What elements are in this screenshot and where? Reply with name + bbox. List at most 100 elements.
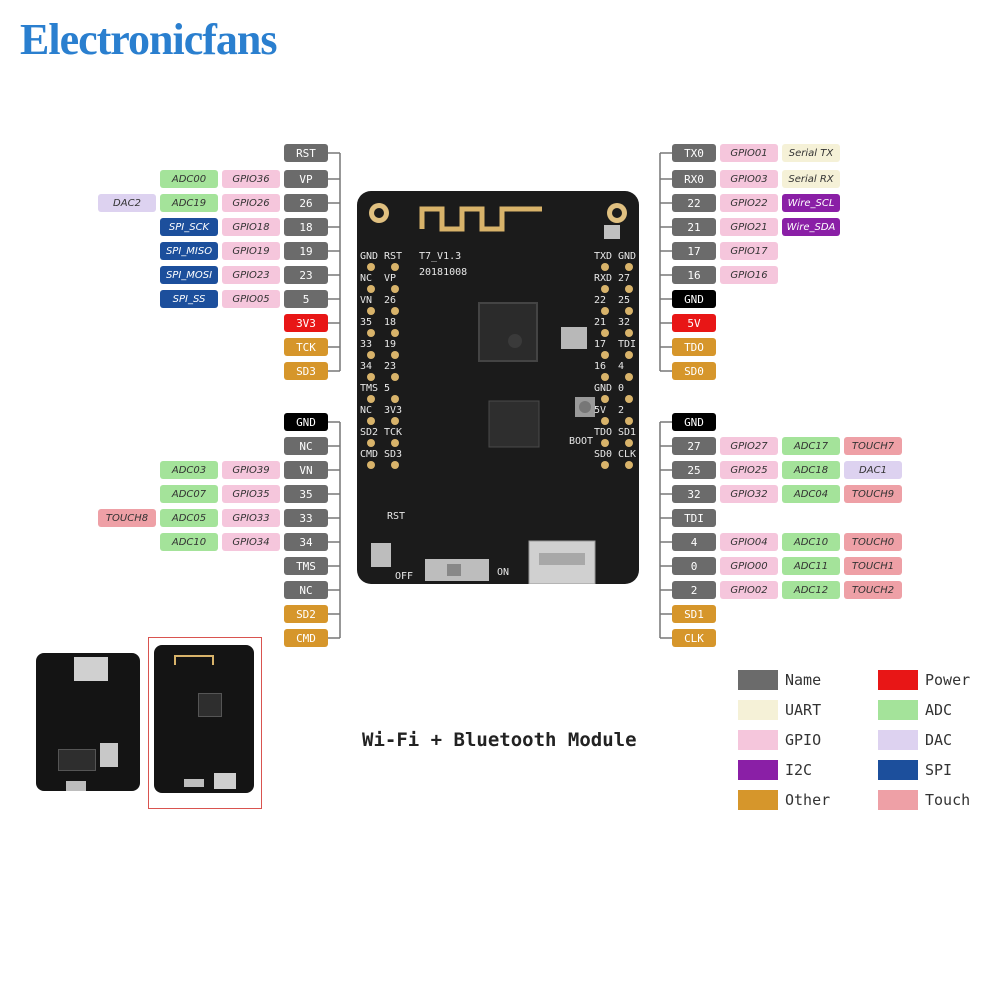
right-pin-label-gpio: GPIO02 [720, 581, 778, 599]
left-pin-label-name: 18 [284, 218, 328, 236]
left-pin-label-name: RST [284, 144, 328, 162]
header-hole [367, 395, 375, 403]
header-hole [391, 351, 399, 359]
right-header-pin-label: 25 [618, 295, 631, 306]
right-pin-label-other: CLK [672, 629, 716, 647]
right-header-pin-label: GND [594, 383, 613, 394]
left-pin-label-gnd: GND [284, 413, 328, 431]
header-hole [625, 417, 633, 425]
legend-label: UART [785, 701, 822, 719]
header-hole [367, 263, 375, 271]
header-hole [601, 351, 609, 359]
header-hole [391, 307, 399, 315]
header-hole [601, 417, 609, 425]
brand-logo: Electronicfans [20, 15, 277, 64]
header-hole [601, 395, 609, 403]
left-pin-label-name: NC [284, 437, 328, 455]
left-header-pin-label: 35 [360, 317, 373, 328]
right-pin-label-gpio: GPIO04 [720, 533, 778, 551]
left-pin-label-other: TCK [284, 338, 328, 356]
right-pin-label-gpio: GPIO17 [720, 242, 778, 260]
rst-label: RST [387, 511, 406, 522]
right-pin-label-gpio: GPIO22 [720, 194, 778, 212]
right-pin-label-dac: DAC1 [844, 461, 902, 479]
header-hole [625, 395, 633, 403]
left-pin-label-touch: TOUCH8 [98, 509, 156, 527]
header-hole [391, 395, 399, 403]
header-hole [367, 417, 375, 425]
header-hole [391, 285, 399, 293]
legend-label: GPIO [785, 731, 822, 749]
right-pin-label-adc: ADC18 [782, 461, 840, 479]
left-pin-label-name: TMS [284, 557, 328, 575]
board-date: 20181008 [419, 267, 468, 278]
right-pin-label-gnd: GND [672, 413, 716, 431]
right-header-pin-label: SD0 [594, 449, 613, 460]
header-hole [625, 351, 633, 359]
left-pin-label-adc: ADC19 [160, 194, 218, 212]
header-hole [367, 373, 375, 381]
left-header-pin-label: 18 [384, 317, 397, 328]
header-hole [625, 263, 633, 271]
header-hole [625, 307, 633, 315]
antenna-connector [604, 225, 620, 239]
left-header-pin-label: NC [360, 273, 373, 284]
left-pin-label-gpio: GPIO05 [222, 290, 280, 308]
legend-label: I2C [785, 761, 813, 779]
right-pin-label-other: SD0 [672, 362, 716, 380]
right-pin-label-name: TDI [672, 509, 716, 527]
left-pin-label-power: 3V3 [284, 314, 328, 332]
header-hole [391, 263, 399, 271]
right-header-pin-label: 0 [618, 383, 625, 394]
header-hole [391, 439, 399, 447]
right-header-pin-label: 32 [618, 317, 631, 328]
right-pin-label-gpio: GPIO27 [720, 437, 778, 455]
left-header-pin-label: 23 [384, 361, 397, 372]
right-pin-label-power: 5V [672, 314, 716, 332]
left-pin-label-adc: ADC10 [160, 533, 218, 551]
module-subtitle: Wi-Fi + Bluetooth Module [362, 729, 637, 751]
header-hole [601, 285, 609, 293]
left-header-pin-label: SD2 [360, 427, 379, 438]
left-pin-label-spi: SPI_SCK [160, 218, 218, 236]
legend-swatch [738, 760, 778, 780]
right-pin-label-adc: ADC12 [782, 581, 840, 599]
left-pin-label-dac: DAC2 [98, 194, 156, 212]
left-pin-label-adc: ADC03 [160, 461, 218, 479]
left-pin-label-gpio: GPIO23 [222, 266, 280, 284]
legend-swatch [738, 670, 778, 690]
left-header-pin-label: CMD [360, 449, 379, 460]
board-artwork [367, 203, 633, 584]
legend-label: ADC [925, 701, 953, 719]
legend-swatch [878, 670, 918, 690]
header-hole [625, 329, 633, 337]
right-pin-label-gpio: GPIO01 [720, 144, 778, 162]
left-header-pin-label: TMS [360, 383, 379, 394]
left-pin-label-name: 33 [284, 509, 328, 527]
header-hole [391, 329, 399, 337]
esp32-chip [478, 302, 538, 362]
header-hole [391, 373, 399, 381]
off-label: OFF [395, 571, 414, 582]
left-pin-label-name: 35 [284, 485, 328, 503]
right-header-pin-label: TDI [618, 339, 637, 350]
right-pin-label-name: 21 [672, 218, 716, 236]
right-pin-label-name: 25 [672, 461, 716, 479]
right-header-pin-label: GND [618, 251, 637, 262]
right-pin-label-name: 0 [672, 557, 716, 575]
right-pin-label-gpio: GPIO25 [720, 461, 778, 479]
legend-label: Touch [925, 791, 971, 809]
header-hole [625, 461, 633, 469]
right-pin-label-name: 4 [672, 533, 716, 551]
left-header-pin-label: TCK [384, 427, 403, 438]
header-hole [601, 329, 609, 337]
left-pin-label-spi: SPI_SS [160, 290, 218, 308]
right-pin-label-uart: Serial RX [782, 170, 840, 188]
right-pin-label-touch: TOUCH2 [844, 581, 902, 599]
right-header-pin-label: RXD [594, 273, 613, 284]
board-thumbnail-front [154, 645, 254, 793]
left-pin-label-gpio: GPIO34 [222, 533, 280, 551]
header-hole [367, 351, 375, 359]
header-hole [625, 373, 633, 381]
header-hole [367, 461, 375, 469]
